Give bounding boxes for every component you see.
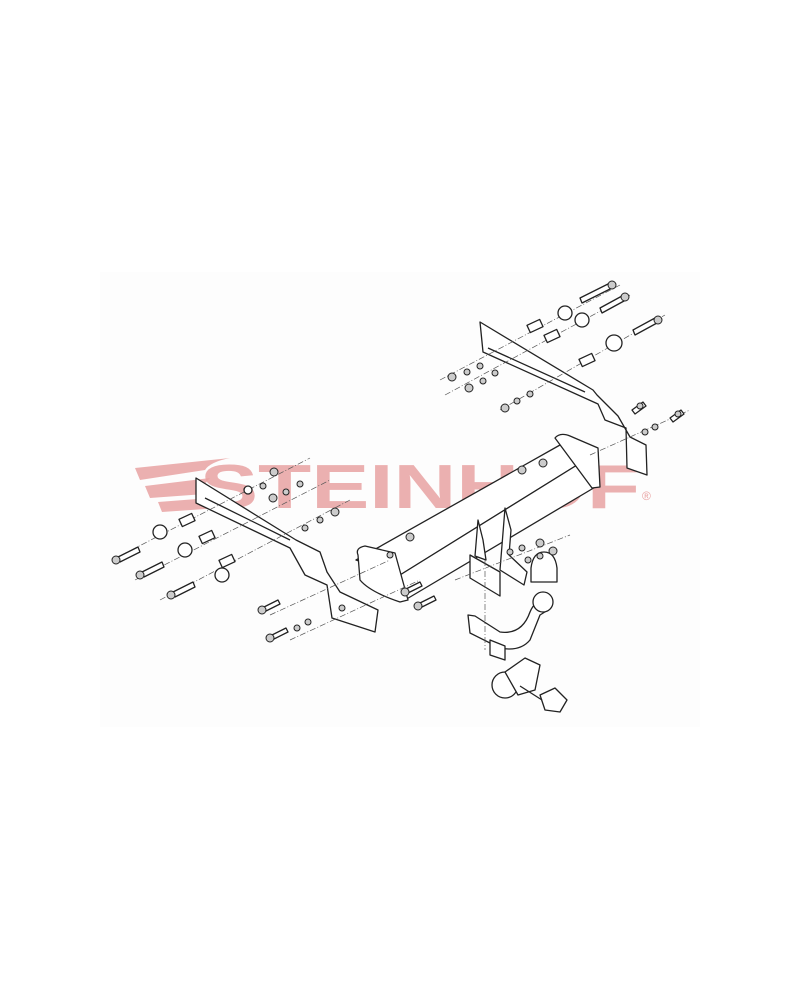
- nut-icon: [338, 604, 346, 612]
- nut-icon: [513, 397, 521, 405]
- nut-icon: [463, 368, 471, 376]
- nut-icon: [269, 467, 279, 477]
- tow-ball-neck: [467, 551, 558, 650]
- nut-icon: [296, 480, 304, 488]
- bolt-icon: [413, 595, 437, 611]
- washer-icon: [574, 312, 590, 328]
- bolt-icon: [631, 401, 647, 415]
- nut-icon: [405, 532, 415, 542]
- fasteners: [111, 280, 685, 643]
- nut-icon: [479, 377, 487, 385]
- bolt-icon: [599, 292, 630, 314]
- washer-icon: [605, 334, 623, 352]
- nut-icon: [304, 618, 312, 626]
- nut-icon: [282, 488, 290, 496]
- watermark-registered-mark: ®: [642, 489, 651, 503]
- nut-icon: [535, 538, 545, 548]
- nut-icon: [506, 548, 514, 556]
- nut-icon: [268, 493, 278, 503]
- nut-icon: [259, 482, 267, 490]
- nut-icon: [651, 423, 659, 431]
- bolt-icon: [632, 315, 663, 336]
- bolt-icon: [111, 546, 141, 565]
- bolt-icon: [135, 561, 165, 580]
- nut-icon: [518, 544, 526, 552]
- nut-icon: [517, 465, 527, 475]
- bolt-icon: [257, 599, 281, 615]
- bolt-icon: [669, 409, 685, 423]
- spacer-sleeve-icon: [198, 529, 216, 545]
- nut-icon: [301, 524, 309, 532]
- spacer-sleeve-icon: [526, 318, 544, 334]
- left-bracket-plate: [195, 477, 379, 633]
- washer-icon: [214, 567, 230, 583]
- nut-icon: [500, 403, 510, 413]
- nut-icon: [536, 552, 544, 560]
- nut-icon: [526, 390, 534, 398]
- nut-icon: [464, 383, 474, 393]
- washer-icon: [177, 542, 193, 558]
- nut-icon: [548, 546, 558, 556]
- nut-icon: [476, 362, 484, 370]
- electrical-socket: [489, 639, 568, 713]
- nut-icon: [316, 516, 324, 524]
- washer-icon: [243, 485, 253, 495]
- bolt-icon: [265, 627, 289, 643]
- nut-icon: [293, 624, 301, 632]
- spacer-sleeve-icon: [218, 553, 236, 569]
- washer-icon: [641, 428, 649, 436]
- nut-icon: [447, 372, 457, 382]
- spacer-sleeve-icon: [178, 512, 196, 528]
- bolt-icon: [579, 280, 617, 304]
- spacer-sleeve-icon: [543, 328, 561, 344]
- spacer-sleeve-icon: [578, 352, 596, 368]
- washer-icon: [557, 305, 573, 321]
- nut-icon: [524, 556, 532, 564]
- nut-icon: [491, 369, 499, 377]
- nut-icon: [330, 507, 340, 517]
- bolt-icon: [166, 581, 196, 600]
- cross-tube: [355, 433, 601, 603]
- right-bracket-plate: [479, 321, 648, 476]
- nut-icon: [538, 458, 548, 468]
- washer-icon: [152, 524, 168, 540]
- bolt-icon: [400, 581, 423, 597]
- nut-icon: [386, 551, 394, 559]
